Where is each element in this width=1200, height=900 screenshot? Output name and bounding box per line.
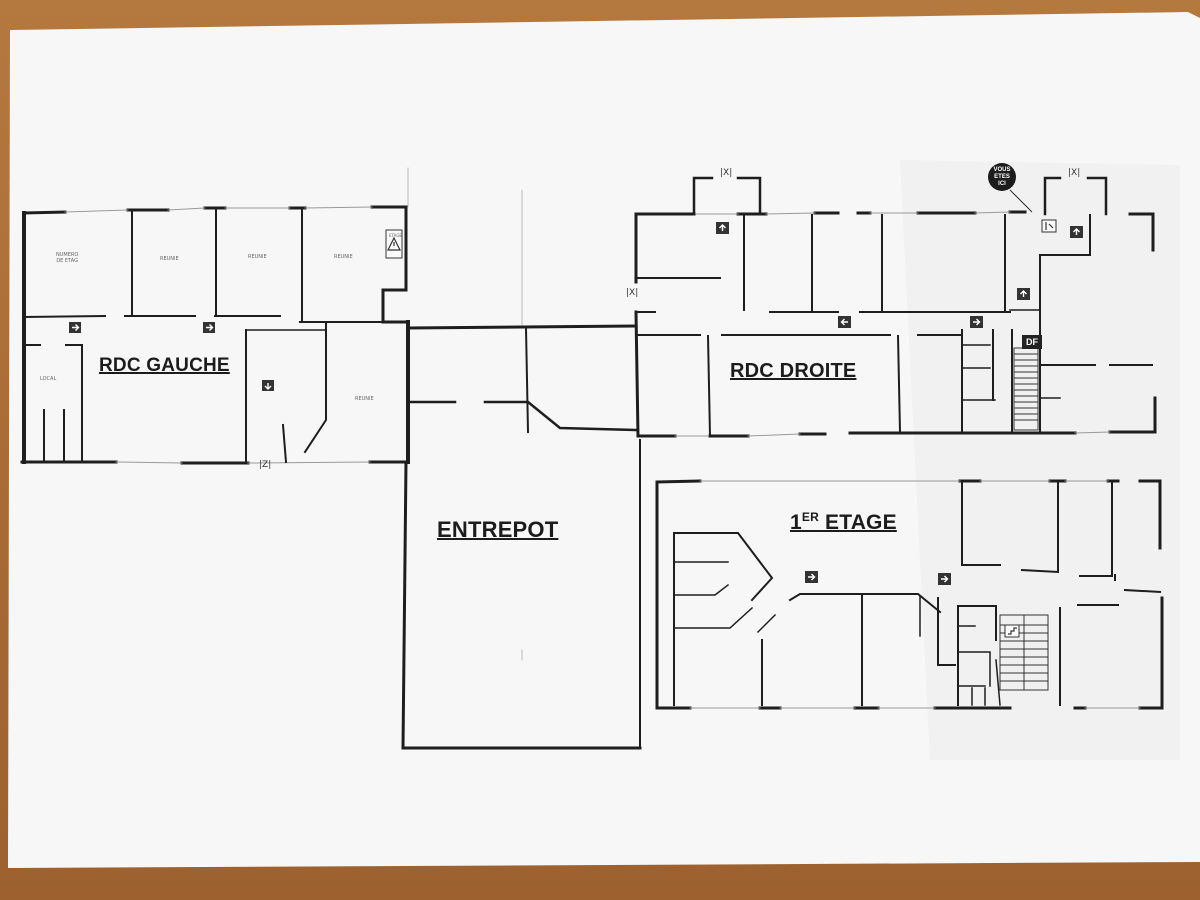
zone-label-1er-superscript: ER: [801, 510, 819, 524]
zone-label-entrepot: ENTREPOT: [437, 517, 559, 542]
staircase-rdc-droite: [1013, 347, 1039, 431]
direction-arrow-icon-7: [1017, 288, 1030, 300]
exit-mark-bottom-gauche: |Z|: [259, 460, 272, 470]
room-label-numero-line1: NUMERO: [56, 252, 79, 258]
direction-arrow-icon-8: [1070, 226, 1083, 238]
direction-arrow-icon-6: [970, 316, 983, 328]
staircase-icon: [1004, 624, 1020, 638]
you-are-here-line1: VOUS: [993, 166, 1011, 173]
direction-arrow-icon-3: [262, 380, 274, 391]
room-label-etage-small: ETAGE: [389, 233, 402, 238]
direction-arrow-icon-1: [69, 322, 81, 333]
exit-mark-top-right: |X|: [1068, 168, 1081, 178]
plan-entrepot: [401, 167, 642, 750]
room-label-reunion-3: REUNIE: [334, 254, 353, 260]
room-label-reunion-1: REUNIE: [160, 256, 179, 262]
room-label-numero-line2: DE ETAG: [56, 258, 78, 264]
plan-rdc-droite: [634, 176, 1157, 438]
room-label-reunion-2: REUNIE: [248, 254, 267, 260]
direction-arrow-icon-9: [805, 571, 818, 583]
direction-arrow-icon-4: [716, 222, 729, 234]
direction-arrow-icon-2: [203, 322, 215, 333]
room-label-numero: NUMERO DE ETAG: [56, 252, 78, 264]
exit-mark-top-left: |X|: [720, 168, 733, 178]
zone-label-1er-etage: 1ER ETAGE: [790, 510, 897, 535]
paper-sheet: [8, 12, 1200, 868]
exit-mark-left-side: |X|: [626, 288, 639, 298]
zone-label-rdc-gauche: RDC GAUCHE: [99, 355, 230, 376]
you-are-here-badge: VOUS ETES ICI: [988, 163, 1016, 191]
room-label-local: LOCAL: [40, 376, 57, 382]
plan-rdc-gauche: [20, 205, 410, 465]
df-marker: DF: [1022, 335, 1042, 349]
direction-arrow-icon-5: [838, 316, 851, 328]
emergency-exit-icon: [1041, 219, 1057, 233]
room-label-reunion-4: REUNIE: [355, 396, 374, 402]
you-are-here-line3: ICI: [998, 180, 1006, 187]
you-are-here-pointer: [1009, 189, 1033, 213]
zone-label-1er-number: 1: [790, 511, 802, 534]
direction-arrow-icon-10: [938, 573, 951, 585]
you-are-here-line2: ETES: [994, 173, 1010, 180]
paper-shade: [900, 160, 1180, 760]
warning-triangle-icon: [385, 229, 403, 259]
zone-label-rdc-droite: RDC DROITE: [730, 360, 857, 382]
zone-label-1er-word: ETAGE: [825, 511, 897, 534]
plan-1er-etage: [655, 479, 1164, 710]
